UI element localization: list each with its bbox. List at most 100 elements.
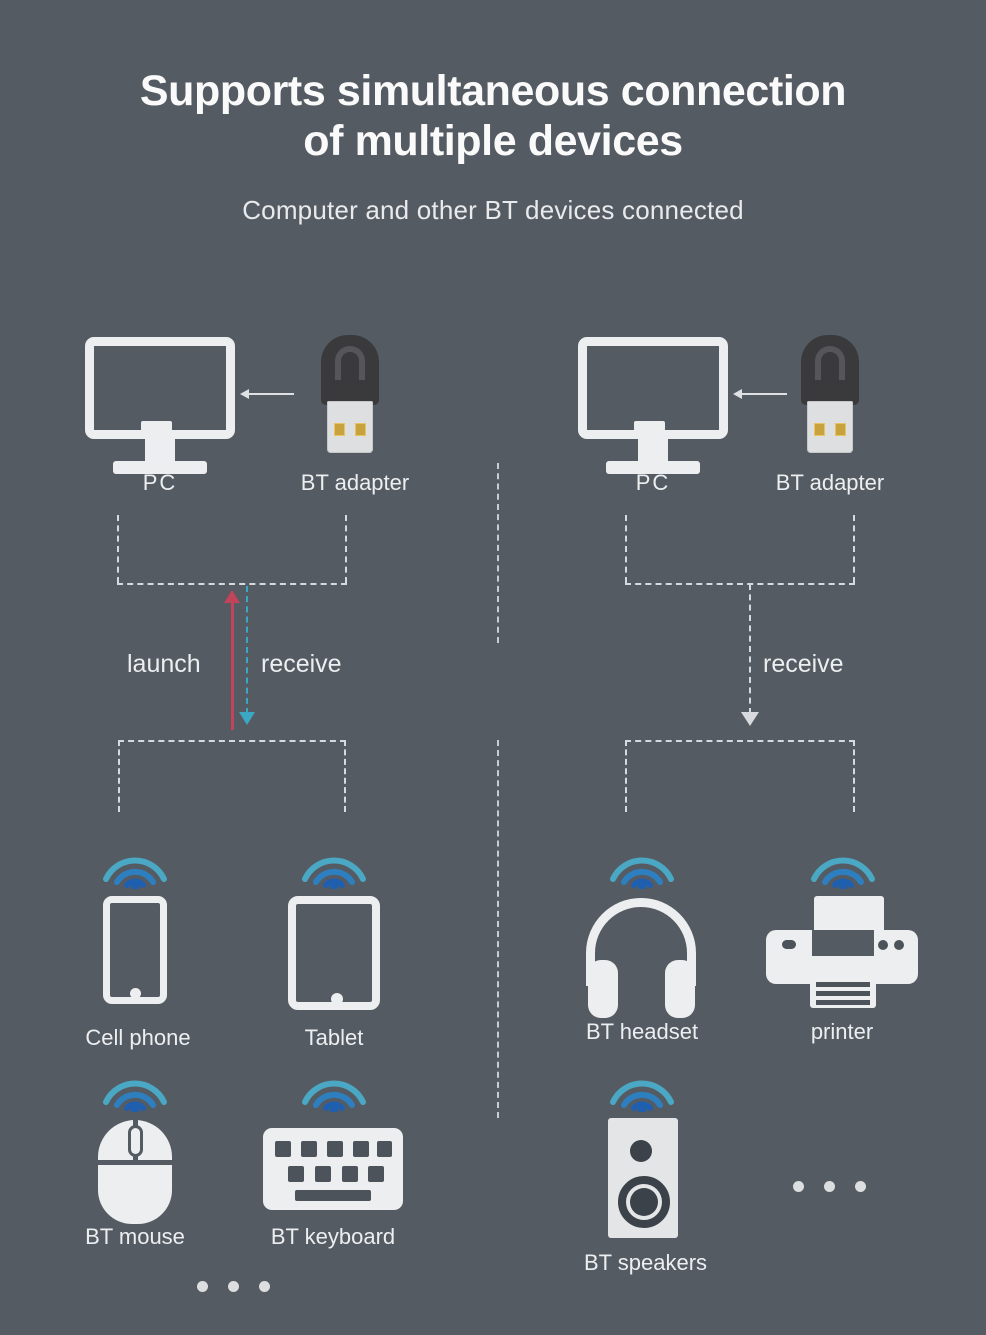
- cell-phone-label: Cell phone: [85, 1025, 191, 1050]
- right-pc-label: PC: [635, 470, 671, 495]
- monitor-power-button: [141, 421, 172, 431]
- left-connection-arrow-head-icon: [240, 389, 249, 399]
- keyboard-key: [353, 1141, 369, 1157]
- keyboard-label: BT keyboard: [270, 1224, 396, 1249]
- bracket-span: [118, 740, 346, 742]
- bracket-leg: [345, 515, 347, 583]
- headset-wifi-icon: [607, 845, 677, 891]
- right-connection-arrow-head-icon: [733, 389, 742, 399]
- ellipsis-dot: [228, 1281, 239, 1292]
- left-receive-label: receive: [261, 650, 342, 678]
- headset-earcup-left: [588, 960, 618, 1018]
- keyboard-key: [342, 1166, 358, 1182]
- monitor-screen: [85, 337, 235, 439]
- bracket-span: [625, 740, 855, 742]
- printer-paper-line: [816, 982, 870, 987]
- left-connection-arrow-line: [248, 393, 294, 395]
- page-title: Supports simultaneous connection of mult…: [0, 66, 986, 166]
- bracket-leg: [853, 515, 855, 583]
- mouse-wifi-icon: [100, 1068, 170, 1114]
- keyboard-icon: [263, 1128, 403, 1210]
- bracket-span: [625, 583, 855, 585]
- bracket-leg: [344, 740, 346, 812]
- left-bt-adapter-label: BT adapter: [300, 470, 410, 495]
- tablet-icon: [288, 896, 380, 1010]
- keyboard-key: [315, 1166, 331, 1182]
- cell-phone-wifi-icon: [100, 845, 170, 891]
- printer-indicator-light: [894, 940, 904, 950]
- monitor-base: [113, 461, 207, 474]
- left-launch-arrow-head-icon: [224, 590, 240, 603]
- monitor-neck: [145, 439, 175, 465]
- left-more-devices-ellipsis: [197, 1281, 270, 1292]
- headset-icon: [586, 898, 698, 1018]
- tablet-wifi-icon: [299, 845, 369, 891]
- bracket-leg: [625, 515, 627, 583]
- keyboard-key: [377, 1141, 392, 1157]
- keyboard-key: [275, 1141, 291, 1157]
- bracket-span: [117, 583, 347, 585]
- mouse-scroll-wheel: [131, 1128, 140, 1154]
- speaker-wifi-icon: [607, 1068, 677, 1114]
- right-connection-arrow-line: [741, 393, 787, 395]
- usb-contact: [835, 423, 846, 436]
- adapter-loop: [815, 346, 845, 380]
- printer-paper-line: [816, 1000, 870, 1005]
- page-title-line-2: of multiple devices: [303, 117, 683, 165]
- mouse-icon: [98, 1120, 172, 1224]
- mouse-button-divider-horizontal: [98, 1160, 172, 1165]
- keyboard-key: [327, 1141, 343, 1157]
- left-receive-arrow-line: [246, 586, 248, 714]
- left-bt-adapter-icon: [313, 335, 387, 453]
- keyboard-key: [288, 1166, 304, 1182]
- headset-label: BT headset: [585, 1019, 699, 1044]
- keyboard-key: [301, 1141, 317, 1157]
- speaker-tweeter: [630, 1140, 652, 1162]
- ellipsis-dot: [197, 1281, 208, 1292]
- ellipsis-dot: [793, 1181, 804, 1192]
- printer-indicator-light: [782, 940, 796, 949]
- printer-body-cutout: [812, 930, 874, 956]
- headset-earcup-right: [665, 960, 695, 1018]
- cell-phone-icon: [103, 896, 167, 1004]
- left-pc-label: PC: [142, 470, 178, 495]
- tablet-home-button: [331, 993, 343, 1005]
- tablet-label: Tablet: [304, 1025, 364, 1050]
- center-divider-upper: [497, 463, 499, 643]
- printer-paper-line: [816, 991, 870, 996]
- adapter-loop: [335, 346, 365, 380]
- mouse-label: BT mouse: [85, 1224, 185, 1249]
- keyboard-key: [368, 1166, 384, 1182]
- ellipsis-dot: [855, 1181, 866, 1192]
- right-receive-arrow-line: [749, 584, 751, 714]
- ellipsis-dot: [824, 1181, 835, 1192]
- ellipsis-dot: [259, 1281, 270, 1292]
- left-receive-arrow-head-icon: [239, 712, 255, 725]
- speaker-label: BT speakers: [583, 1250, 708, 1275]
- keyboard-spacebar: [295, 1190, 371, 1201]
- right-receive-arrow-head-icon: [741, 712, 759, 726]
- monitor-base: [606, 461, 700, 474]
- page-title-line-1: Supports simultaneous connection: [139, 67, 847, 115]
- speaker-woofer-cone: [630, 1188, 658, 1216]
- right-more-devices-ellipsis: [793, 1181, 866, 1192]
- right-receive-label: receive: [763, 650, 844, 678]
- left-launch-arrow-line: [231, 600, 234, 730]
- printer-icon: [766, 896, 918, 1008]
- bracket-leg: [625, 740, 627, 812]
- printer-indicator-light: [878, 940, 888, 950]
- printer-paper-tray: [814, 896, 884, 936]
- adapter-usb-plug: [807, 401, 853, 453]
- right-bt-adapter-label: BT adapter: [775, 470, 885, 495]
- bracket-leg: [117, 515, 119, 583]
- speaker-woofer: [618, 1176, 670, 1228]
- printer-wifi-icon: [808, 845, 878, 891]
- page-subtitle: Computer and other BT devices connected: [242, 195, 744, 225]
- center-divider-lower: [497, 740, 499, 1118]
- adapter-usb-plug: [327, 401, 373, 453]
- monitor-neck: [638, 439, 668, 465]
- keyboard-wifi-icon: [299, 1068, 369, 1114]
- bracket-leg: [118, 740, 120, 812]
- phone-earpiece: [127, 899, 151, 903]
